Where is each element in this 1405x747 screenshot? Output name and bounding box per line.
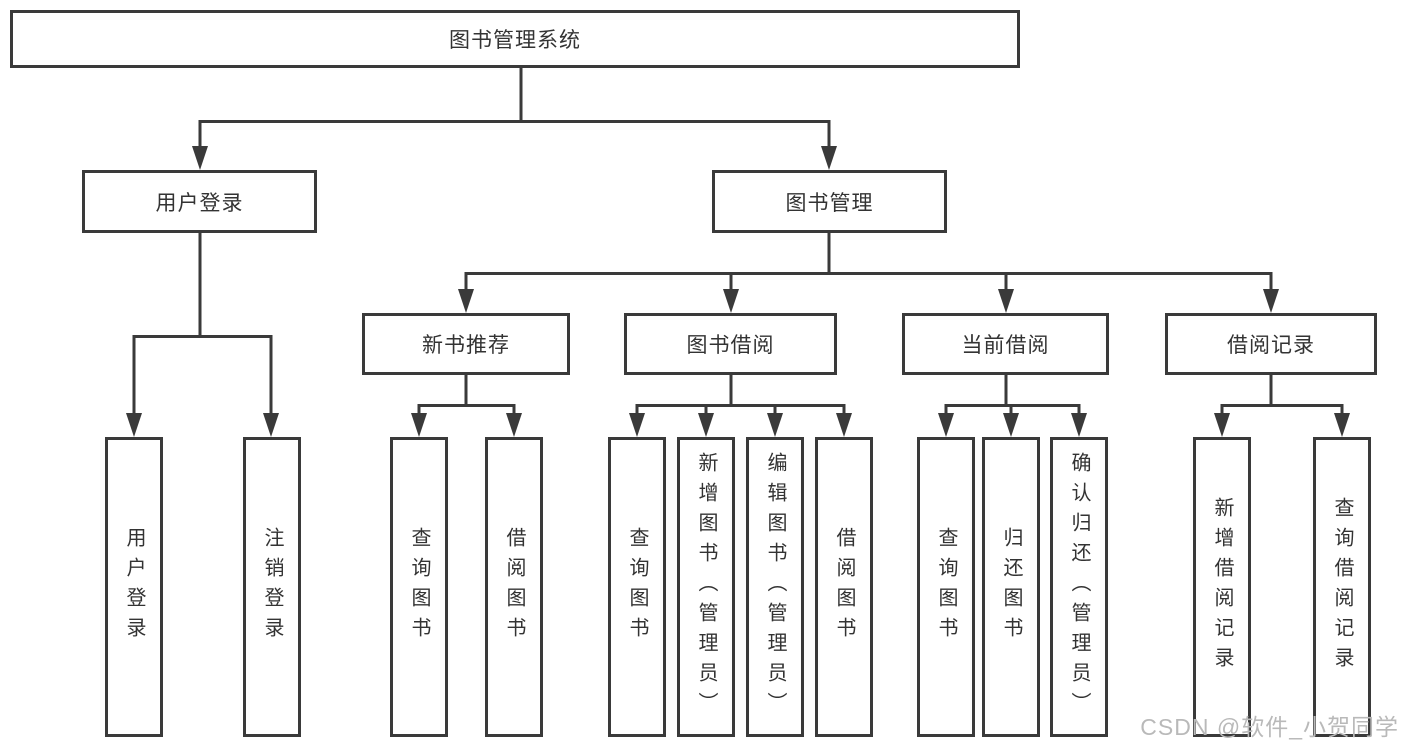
connector-bookmgmt-to-level3 [464, 233, 1273, 292]
leaf-logout: 注销登录 [243, 437, 301, 737]
arrowhead [411, 413, 427, 437]
leaf-user-login: 用户登录 [105, 437, 163, 737]
node-label: 图书借阅 [686, 334, 775, 357]
arrowhead [723, 289, 739, 313]
node-current-borrowing: 当前借阅 [902, 313, 1109, 375]
node-label: 当前借阅 [961, 334, 1050, 357]
connector-borrow-to-leaves [635, 375, 846, 416]
connector-userlogin-to-leaves [132, 233, 273, 416]
leaf-label: 查询借阅记录 [1331, 497, 1353, 677]
node-label: 借阅记录 [1227, 334, 1315, 357]
leaf-label: 新增借阅记录 [1211, 497, 1233, 677]
arrowhead [1003, 413, 1019, 437]
leaf-confirm-return-admin: 确认归还（管理员） [1050, 437, 1108, 737]
leaf-label: 确认归还（管理员） [1068, 452, 1090, 722]
arrowhead [629, 413, 645, 437]
node-label: 新书推荐 [422, 334, 510, 357]
arrowhead [263, 413, 279, 437]
connector-root-to-level2 [198, 67, 831, 150]
node-library-management-system: 图书管理系统 [10, 10, 1020, 68]
node-user-login: 用户登录 [82, 170, 317, 233]
arrowhead [506, 413, 522, 437]
arrowhead [1214, 413, 1230, 437]
leaf-label: 新增图书（管理员） [695, 452, 717, 722]
arrowhead [1071, 413, 1087, 437]
arrowhead [1263, 289, 1279, 313]
leaf-label: 借阅图书 [833, 527, 855, 647]
leaf-add-books-admin: 新增图书（管理员） [677, 437, 735, 737]
arrowhead [192, 146, 208, 170]
leaf-label: 编辑图书（管理员） [764, 452, 786, 722]
leaf-borrow-books-borrowing: 借阅图书 [815, 437, 873, 737]
arrowhead [1334, 413, 1350, 437]
leaf-query-books-borrowing: 查询图书 [608, 437, 666, 737]
connector-newbook-to-leaves [417, 375, 516, 416]
leaf-label: 借阅图书 [503, 527, 525, 647]
arrowheads [126, 146, 1350, 437]
node-label: 图书管理系统 [449, 29, 581, 52]
leaf-label: 注销登录 [261, 527, 283, 647]
leaf-return-books: 归还图书 [982, 437, 1040, 737]
leaf-label: 查询图书 [626, 527, 648, 647]
node-book-management: 图书管理 [712, 170, 947, 233]
leaf-borrow-books-newbook: 借阅图书 [485, 437, 543, 737]
arrowhead [698, 413, 714, 437]
leaf-query-books-current: 查询图书 [917, 437, 975, 737]
node-label: 图书管理 [785, 191, 874, 215]
arrowhead [767, 413, 783, 437]
csdn-watermark: CSDN @软件_小贺同学 [1140, 714, 1399, 740]
leaf-add-borrow-record: 新增借阅记录 [1193, 437, 1251, 737]
connector-history-to-leaves [1220, 375, 1344, 416]
leaf-query-books-newbook: 查询图书 [390, 437, 448, 737]
leaf-edit-books-admin: 编辑图书（管理员） [746, 437, 804, 737]
arrowhead [998, 289, 1014, 313]
node-borrowing-records: 借阅记录 [1165, 313, 1377, 375]
leaf-label: 用户登录 [123, 527, 145, 647]
arrowhead [938, 413, 954, 437]
arrowhead [821, 146, 837, 170]
leaf-label: 查询图书 [408, 527, 430, 647]
node-book-borrowing: 图书借阅 [624, 313, 837, 375]
leaf-label: 查询图书 [935, 527, 957, 647]
arrowhead [458, 289, 474, 313]
node-label: 用户登录 [155, 191, 244, 215]
arrowhead [126, 413, 142, 437]
connector-current-to-leaves [944, 375, 1081, 416]
arrowhead [836, 413, 852, 437]
node-new-book-recommendation: 新书推荐 [362, 313, 570, 375]
leaf-label: 归还图书 [1000, 527, 1022, 647]
leaf-query-borrow-record: 查询借阅记录 [1313, 437, 1371, 737]
